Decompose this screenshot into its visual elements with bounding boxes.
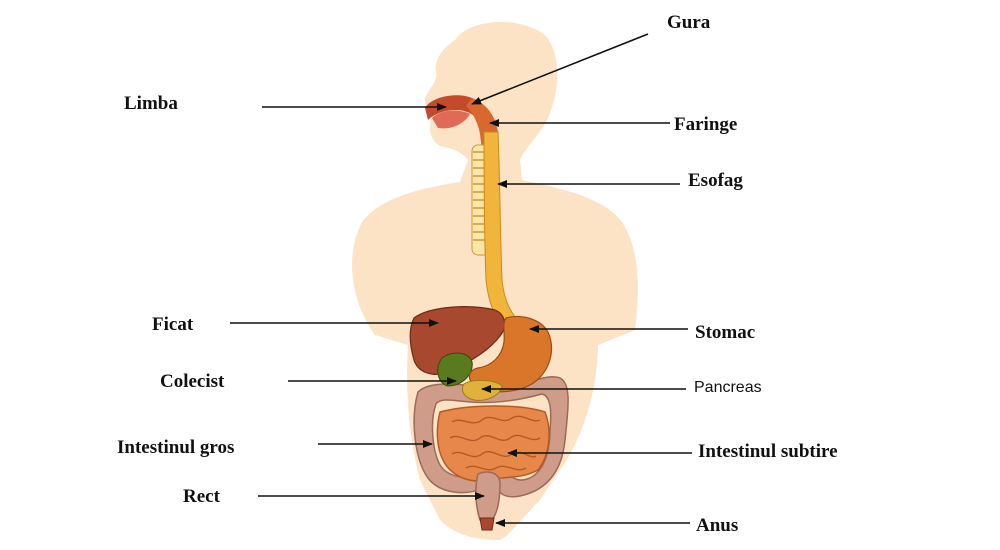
label-colecist: Colecist [160,371,225,392]
label-anus: Anus [696,515,739,536]
label-intestinul-gros: Intestinul gros [117,437,235,458]
arrow-gura [471,33,649,105]
anus [479,517,495,531]
label-pancreas: Pancreas [694,379,762,396]
small-intestine-folds [449,415,541,471]
small-intestine [436,405,550,482]
gallbladder [437,352,473,387]
label-limba: Limba [124,93,178,114]
label-stomac: Stomac [695,322,756,343]
leader-lines [230,33,692,527]
label-esofag: Esofag [688,170,743,191]
label-intestinul-subtire: Intestinul subtire [698,441,838,462]
tongue [432,110,470,129]
label-ficat: Ficat [152,314,194,335]
label-gura: Gura [667,12,711,33]
label-rect: Rect [183,486,220,507]
label-faringe: Faringe [674,114,738,135]
